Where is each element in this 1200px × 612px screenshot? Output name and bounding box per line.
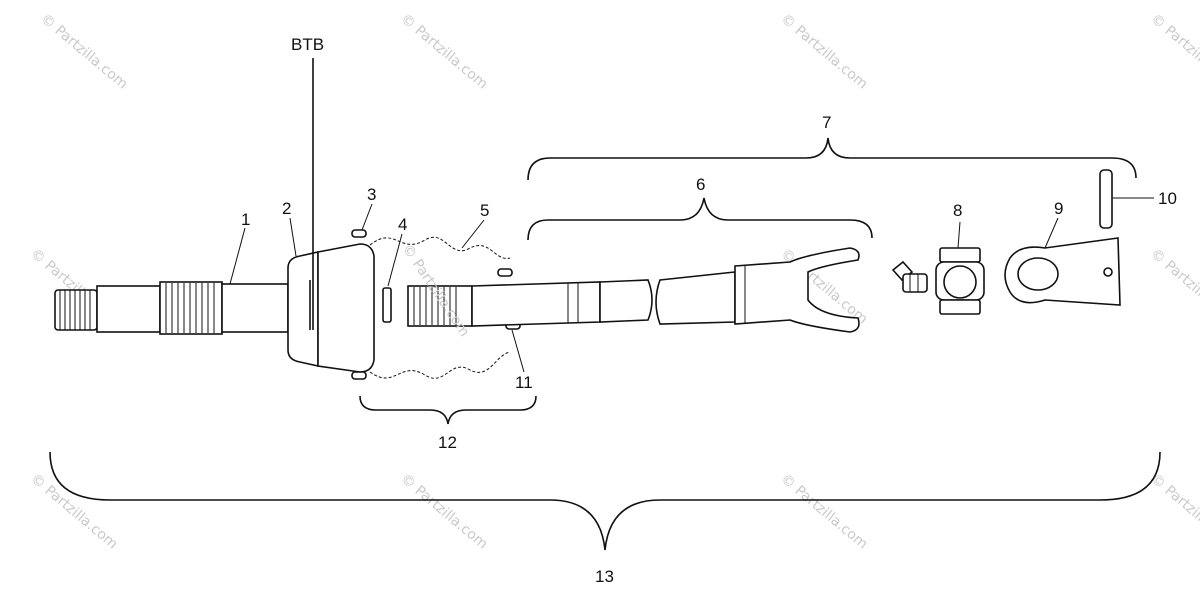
bracket-13 (49, 451, 1161, 551)
stub-shaft-part (54, 281, 289, 335)
callout-11: 11 (515, 373, 533, 392)
callout-12: 12 (438, 433, 457, 452)
bracket-12 (359, 395, 537, 425)
ring-part (382, 287, 392, 323)
clip-part (351, 371, 367, 380)
callout-3: 3 (367, 185, 376, 204)
watermark: © Partzilla.com (777, 471, 870, 553)
callout-5: 5 (480, 201, 489, 220)
callout-9: 9 (1054, 199, 1063, 218)
clip-part (351, 229, 367, 238)
flange-yoke-part (1004, 237, 1121, 306)
callout-labels: BTB 1 2 3 4 5 6 7 8 9 10 11 12 13 (241, 35, 1177, 586)
callout-10: 10 (1158, 189, 1177, 208)
pin-part (1099, 169, 1113, 229)
watermark: © Partzilla.com (397, 11, 490, 93)
watermark: © Partzilla.com (37, 11, 130, 93)
watermark: © Partzilla.com (1147, 471, 1200, 553)
cross-spider-part (935, 247, 985, 315)
callout-4: 4 (398, 215, 407, 234)
watermark: © Partzilla.com (777, 11, 870, 93)
callout-1: 1 (241, 210, 250, 229)
callout-6: 6 (696, 175, 705, 194)
watermark: © Partzilla.com (1147, 246, 1200, 328)
callout-7: 7 (822, 113, 831, 132)
callout-btb: BTB (291, 35, 324, 54)
bracket-7 (527, 137, 1137, 181)
boot-part (369, 237, 511, 379)
callout-13: 13 (595, 567, 614, 586)
clip-part (497, 268, 513, 277)
bracket-6 (527, 197, 873, 241)
callout-2: 2 (282, 199, 291, 218)
watermark: © Partzilla.com (397, 471, 490, 553)
shaft-with-yoke-part (407, 247, 860, 333)
watermark: © Partzilla.com (27, 471, 120, 553)
watermark: © Partzilla.com (1147, 11, 1200, 93)
leader-lines (229, 58, 1154, 373)
callout-8: 8 (953, 201, 962, 220)
cv-housing-part (287, 243, 375, 373)
grease-fitting-part (891, 260, 928, 293)
